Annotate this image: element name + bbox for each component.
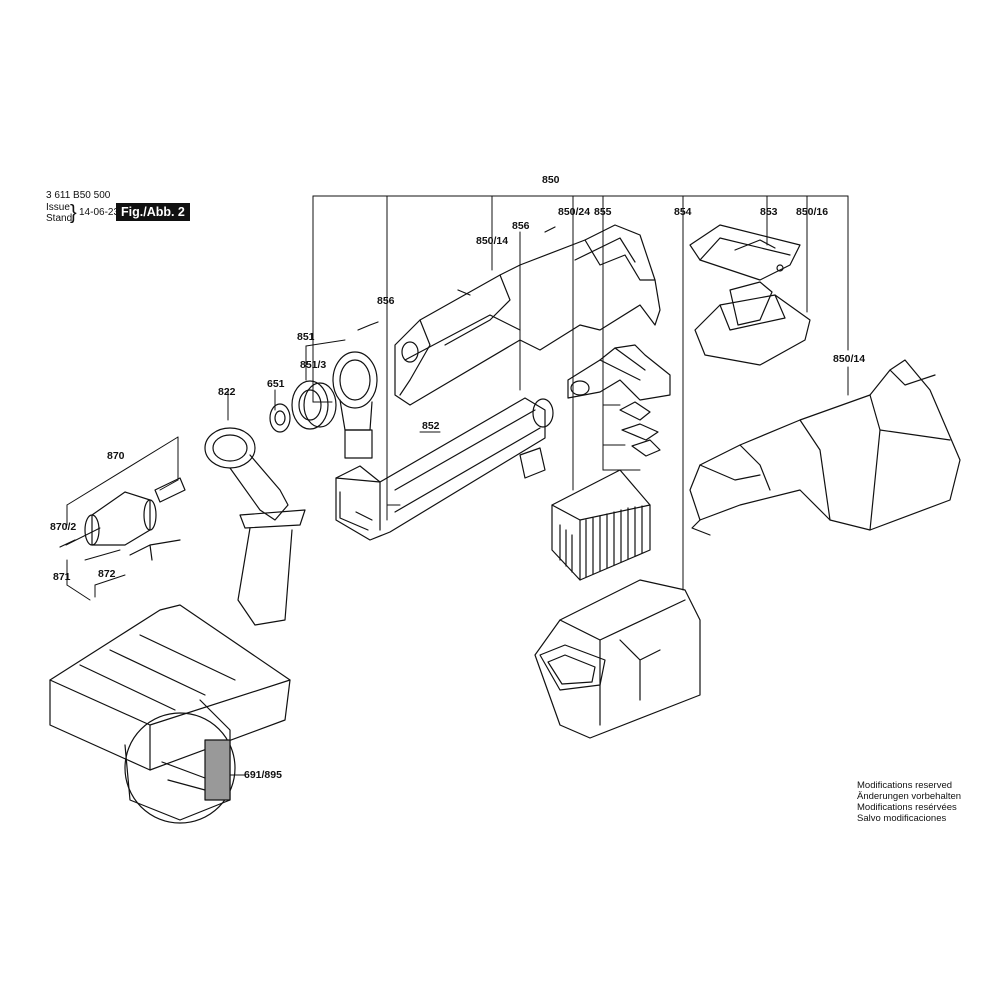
- ring-851-3: [291, 380, 337, 430]
- callout-labels: 850 850/14 856 850/24 855 854 853 850/16…: [50, 174, 865, 781]
- callout-850-24: 850/24: [558, 206, 590, 218]
- spring-651: [269, 403, 291, 433]
- part-number: 3 611 B50 500: [46, 190, 111, 201]
- callout-851-3: 851/3: [300, 359, 326, 371]
- callout-850-14-top: 850/14: [476, 235, 508, 247]
- callout-822: 822: [218, 386, 236, 398]
- extraction-tube-852: [335, 397, 554, 541]
- callout-856-top: 856: [512, 220, 530, 232]
- figure-badge: Fig./Abb. 2: [116, 203, 190, 221]
- screw-851: [357, 321, 379, 331]
- callout-854: 854: [674, 206, 692, 218]
- clip-855: [619, 401, 661, 457]
- cover-853: [689, 224, 801, 281]
- note-line-en: Modifications reserved: [857, 780, 953, 791]
- stand-label: Stand: [46, 213, 73, 224]
- issue-date: 14-06-23: [79, 207, 120, 218]
- callout-855: 855: [594, 206, 612, 218]
- auxiliary-handle-822: [204, 427, 306, 626]
- callout-852: 852: [422, 420, 440, 432]
- callout-870: 870: [107, 450, 125, 462]
- callout-872: 872: [98, 568, 116, 580]
- issue-label: Issue: [46, 202, 70, 213]
- base-plate: [694, 281, 811, 366]
- callout-850: 850: [542, 174, 560, 186]
- clamp-ring-851: [332, 351, 378, 459]
- issue-brace: }: [70, 202, 77, 224]
- callout-871: 871: [53, 571, 71, 583]
- carrying-case: [49, 604, 291, 824]
- callout-870-2: 870/2: [50, 521, 76, 533]
- callout-691-895: 691/895: [244, 769, 282, 781]
- callout-856-left: 856: [377, 295, 395, 307]
- callout-853: 853: [760, 206, 778, 218]
- modifications-note: Modifications reserved Änderungen vorbeh…: [857, 780, 961, 824]
- telescopic-body-856: [394, 224, 661, 406]
- callout-850-16: 850/16: [796, 206, 828, 218]
- callout-851: 851: [297, 331, 315, 343]
- filter-element: [551, 469, 651, 581]
- note-line-es: Salvo modificaciones: [857, 813, 947, 824]
- note-line-de: Änderungen vorbehalten: [857, 791, 962, 802]
- drill-chuck-870: [59, 477, 186, 561]
- note-line-fr: Modifications resérvées: [857, 802, 957, 813]
- collector-housing: [689, 359, 961, 536]
- callout-850-14-right: 850/14: [833, 353, 865, 365]
- elbow-connector: [567, 344, 671, 401]
- dust-container-854: [534, 579, 701, 739]
- callout-651: 651: [267, 378, 285, 390]
